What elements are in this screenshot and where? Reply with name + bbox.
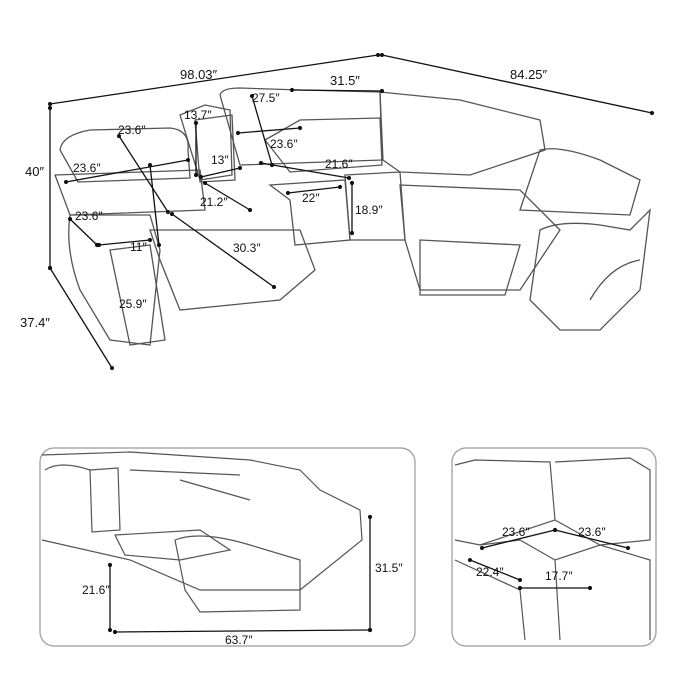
- side-corner-dimension-lines: [107, 514, 631, 635]
- dim-reclined-length: 30.3″: [233, 241, 261, 255]
- dim-back-section-width: 31.5″: [330, 73, 360, 88]
- dim-backrest-width: 23.6″: [270, 137, 298, 151]
- dim-reclined-depth: 63.7″: [225, 633, 253, 647]
- dim-arm-height: 25.9″: [119, 297, 147, 311]
- dim-depth: 37.4″: [20, 315, 50, 330]
- dim-footrest-height: 21.6″: [82, 583, 110, 597]
- dim-corner-right-width: 23.6″: [578, 525, 606, 539]
- corner-view-panel: [451, 447, 657, 647]
- dim-backrest-height: 27.5″: [252, 91, 280, 105]
- dim-console-depth: 21.2″: [200, 195, 228, 209]
- corner-view-sketch: [454, 457, 651, 641]
- dim-corner-side-depth: 22.4″: [476, 565, 504, 579]
- dim-seat-width-left: 23.6″: [73, 161, 101, 175]
- dim-height: 40″: [25, 164, 45, 179]
- dim-seat-back-diagonal: 23.6″: [118, 123, 146, 137]
- dim-console-width: 13″: [211, 153, 229, 167]
- dim-seat-front-width: 22″: [302, 191, 320, 205]
- dimension-lines: [47, 52, 655, 371]
- side-view-sketch: [41, 451, 363, 613]
- dim-corner-left-width: 23.6″: [502, 525, 530, 539]
- dim-armrest-depth: 23.6″: [75, 209, 103, 223]
- side-view-panel: [39, 447, 416, 647]
- dim-overall-width-right: 84.25″: [510, 67, 548, 82]
- dim-seat-depth: 21.6″: [325, 157, 353, 171]
- dim-arm-width: 11″: [130, 240, 147, 254]
- dim-seat-height: 18.9″: [355, 203, 383, 217]
- dim-corner-front-width: 17.7″: [545, 569, 573, 583]
- dim-console-height: 13.7″: [184, 108, 212, 122]
- dim-back-height: 31.5″: [375, 561, 403, 575]
- dim-overall-width-left: 98.03″: [180, 67, 218, 82]
